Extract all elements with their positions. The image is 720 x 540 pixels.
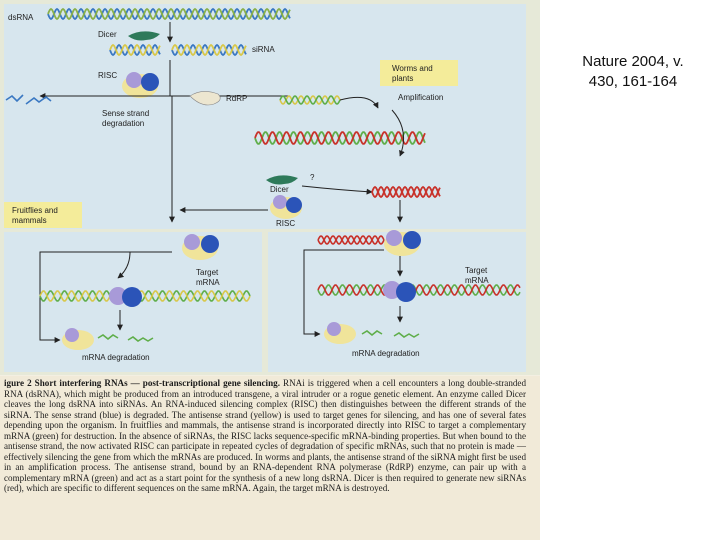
left-arrow-down: [117, 251, 131, 279]
target-mrna-right-label-1: Target: [465, 266, 488, 275]
sense-strand-degradation-label-2: degradation: [102, 119, 144, 128]
figure-caption: igure 2 Short interfering RNAs — post-tr…: [0, 376, 540, 540]
amplification-helix: [279, 95, 341, 105]
rdrp-enzyme-icon: [189, 91, 221, 106]
fruitflies-label-1: Fruitflies and: [12, 206, 58, 215]
arrow-dicer-to-red: [301, 185, 373, 195]
sense-strand-fragments: [5, 94, 52, 105]
mrna-degradation-left-label: mRNA degradation: [82, 353, 150, 362]
main-panel: [4, 4, 526, 229]
caption-text: igure 2 Short interfering RNAs — post-tr…: [4, 378, 526, 494]
citation: Nature 2004, v. 430, 161-164: [552, 52, 714, 92]
arrow-to-amplified-dsrna: [391, 109, 405, 157]
sirna-label: siRNA: [252, 45, 275, 54]
caption-lead: igure 2 Short interfering RNAs — post-tr…: [4, 378, 280, 388]
dsrna-helix: [47, 7, 291, 21]
dicer-lower-enzyme-icon: [266, 175, 298, 185]
target-mrna-right-label-2: mRNA: [465, 276, 489, 285]
right-cycle-arrow: [303, 249, 384, 337]
rnai-pathway-diagram: dsRNA Dicer siRNA RISC Sense strand degr…: [0, 0, 540, 375]
new-red-sirnas: [371, 185, 441, 199]
dicer-label: Dicer: [98, 30, 117, 39]
target-mrna-dsrna-helix: [254, 131, 426, 145]
citation-line-2: 430, 161-164: [588, 73, 678, 90]
arrow-amplification: [339, 96, 379, 109]
sirna-helices: [109, 43, 247, 57]
right-red-sirna: [317, 235, 385, 245]
right-bound-risc-icon: [383, 281, 416, 302]
caption-body: RNAi is triggered when a cell encounters…: [4, 378, 526, 494]
right-risc-complex-icon: [384, 230, 421, 256]
citation-line-1: Nature 2004, v.: [582, 53, 684, 70]
rdrp-label: RdRP: [226, 94, 247, 103]
left-bound-risc-icon: [109, 287, 142, 307]
risc-lower-complex-icon: [270, 195, 302, 219]
risc-lower-label: RISC: [276, 219, 295, 228]
dsrna-label: dsRNA: [8, 13, 34, 22]
mrna-degradation-right-label: mRNA degradation: [352, 349, 420, 358]
dicer-lower-label: Dicer: [270, 185, 289, 194]
fruitflies-label-2: mammals: [12, 216, 47, 225]
risc-complex-icon: [122, 72, 159, 98]
sense-strand-degradation-label-1: Sense strand: [102, 109, 149, 118]
amplification-label: Amplification: [398, 93, 443, 102]
target-mrna-left-label-1: Target: [196, 268, 219, 277]
risc-label: RISC: [98, 71, 117, 80]
target-mrna-left-label-2: mRNA: [196, 278, 220, 287]
dicer-enzyme-icon: [128, 31, 160, 41]
left-degraded-risc-icon: [62, 328, 94, 350]
worms-plants-label-2: plants: [392, 74, 413, 83]
right-degraded-fragments: [361, 330, 420, 338]
left-degraded-fragments: [97, 334, 154, 342]
question-mark: ?: [310, 173, 315, 182]
right-degraded-risc-icon: [324, 322, 356, 344]
fruitflies-box: [4, 202, 82, 228]
left-risc-complex-icon: [182, 234, 219, 260]
worms-plants-box: [380, 60, 458, 86]
worms-plants-label-1: Worms and: [392, 64, 433, 73]
figure-scan: dsRNA Dicer siRNA RISC Sense strand degr…: [0, 0, 540, 540]
right-target-mrna-helix: [317, 284, 521, 296]
left-target-mrna-helix: [39, 290, 251, 302]
